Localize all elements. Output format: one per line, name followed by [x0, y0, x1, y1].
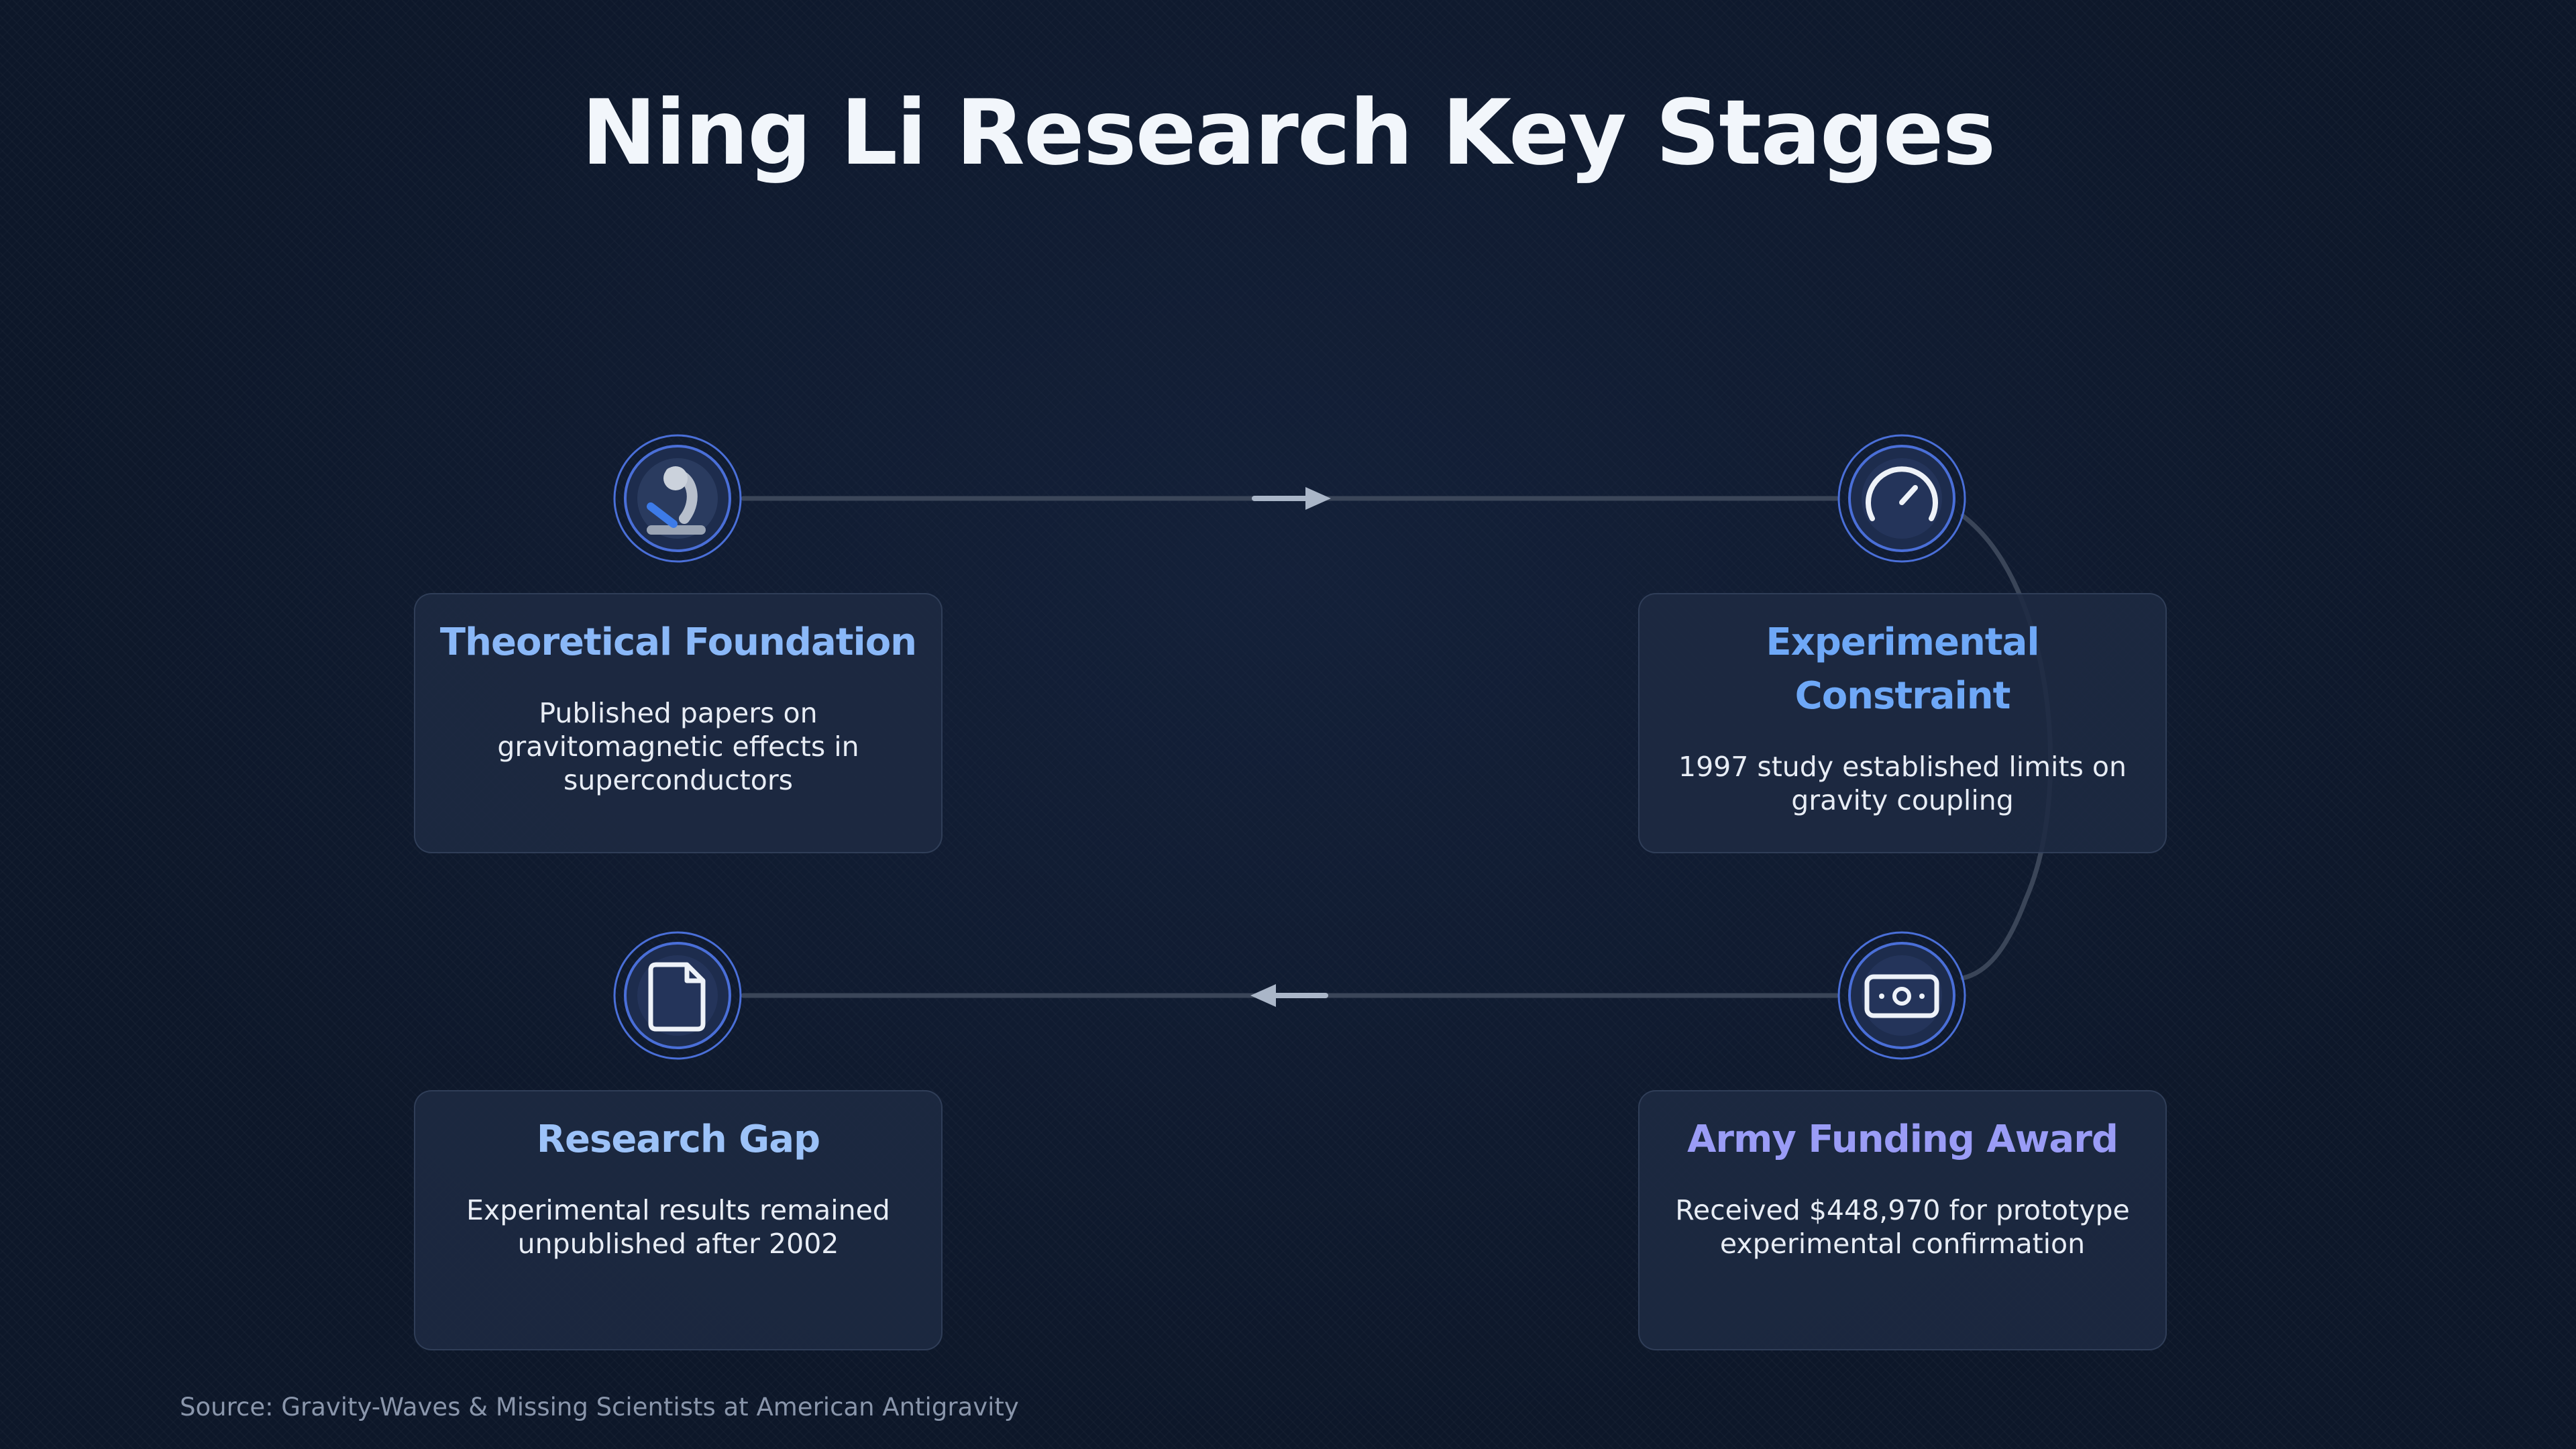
stage-card-theoretical: Theoretical Foundation Published papers … [414, 593, 943, 853]
stage-title: Theoretical Foundation [439, 621, 917, 664]
stage-description: Experimental results remained unpublishe… [466, 1194, 890, 1260]
stage-description: 1997 study established limits on gravity… [1678, 751, 2127, 816]
stage-title: Army Funding Award [1687, 1118, 2118, 1161]
document-icon [613, 931, 742, 1060]
stage-description: Published papers on gravitomagnetic effe… [497, 697, 859, 796]
arrow-right [1252, 487, 1331, 510]
stage-title: Experimental Constraint [1766, 621, 2039, 718]
stage-description: Received $448,970 for prototype experime… [1675, 1194, 2130, 1260]
stage-node-gap [612, 930, 743, 1061]
stage-node-theoretical [612, 433, 743, 564]
page-title: Ning Li Research Key Stages [581, 80, 1996, 185]
source-note: Source: Gravity-Waves & Missing Scientis… [180, 1393, 1019, 1421]
stage-card-funding: Army Funding Award Received $448,970 for… [1638, 1090, 2167, 1350]
stage-node-funding [1836, 930, 1968, 1061]
stage-card-experimental: Experimental Constraint 1997 study estab… [1638, 593, 2167, 853]
banknote-icon [1837, 931, 1966, 1060]
microscope-icon [613, 434, 742, 563]
gauge-icon [1837, 434, 1966, 563]
stage-card-gap: Research Gap Experimental results remain… [414, 1090, 943, 1350]
stage-title: Research Gap [536, 1118, 820, 1161]
stage-node-experimental [1836, 433, 1968, 564]
arrow-left [1250, 984, 1328, 1007]
